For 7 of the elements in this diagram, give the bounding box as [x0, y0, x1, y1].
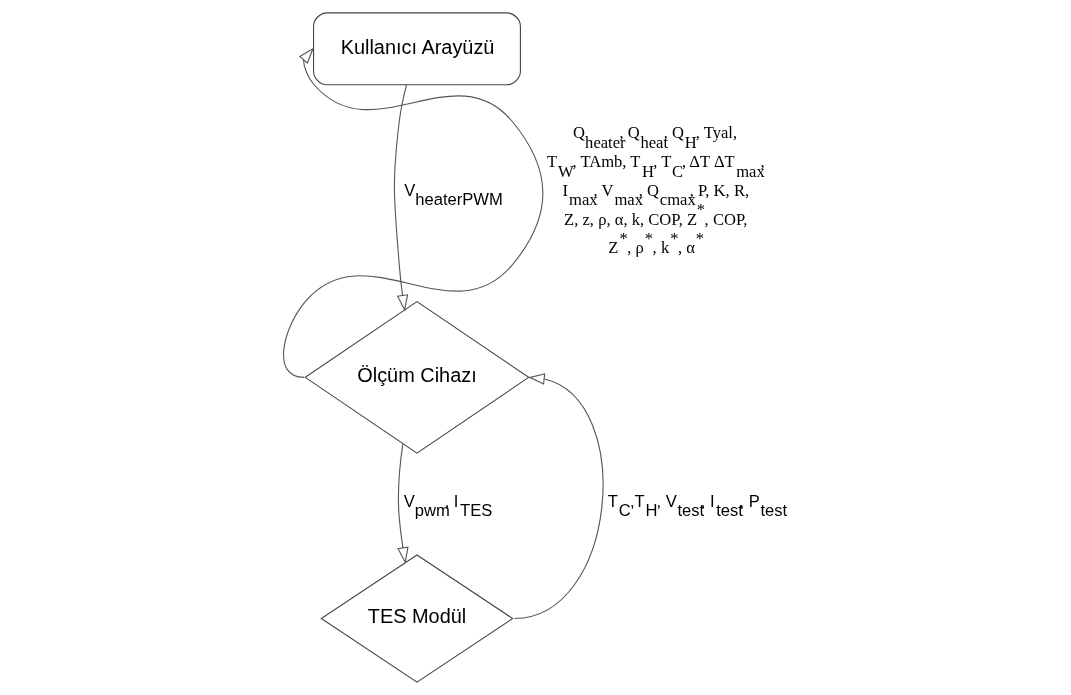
node-diamond: TES Modül: [320, 554, 514, 683]
arrow: [283, 47, 544, 378]
node-diamond: Ölçüm Cihazı: [304, 300, 530, 454]
arrow: [393, 84, 409, 312]
arrow: [513, 373, 604, 620]
arrow: [397, 443, 409, 564]
node-box: Kullanıcı Arayüzü: [313, 12, 521, 86]
